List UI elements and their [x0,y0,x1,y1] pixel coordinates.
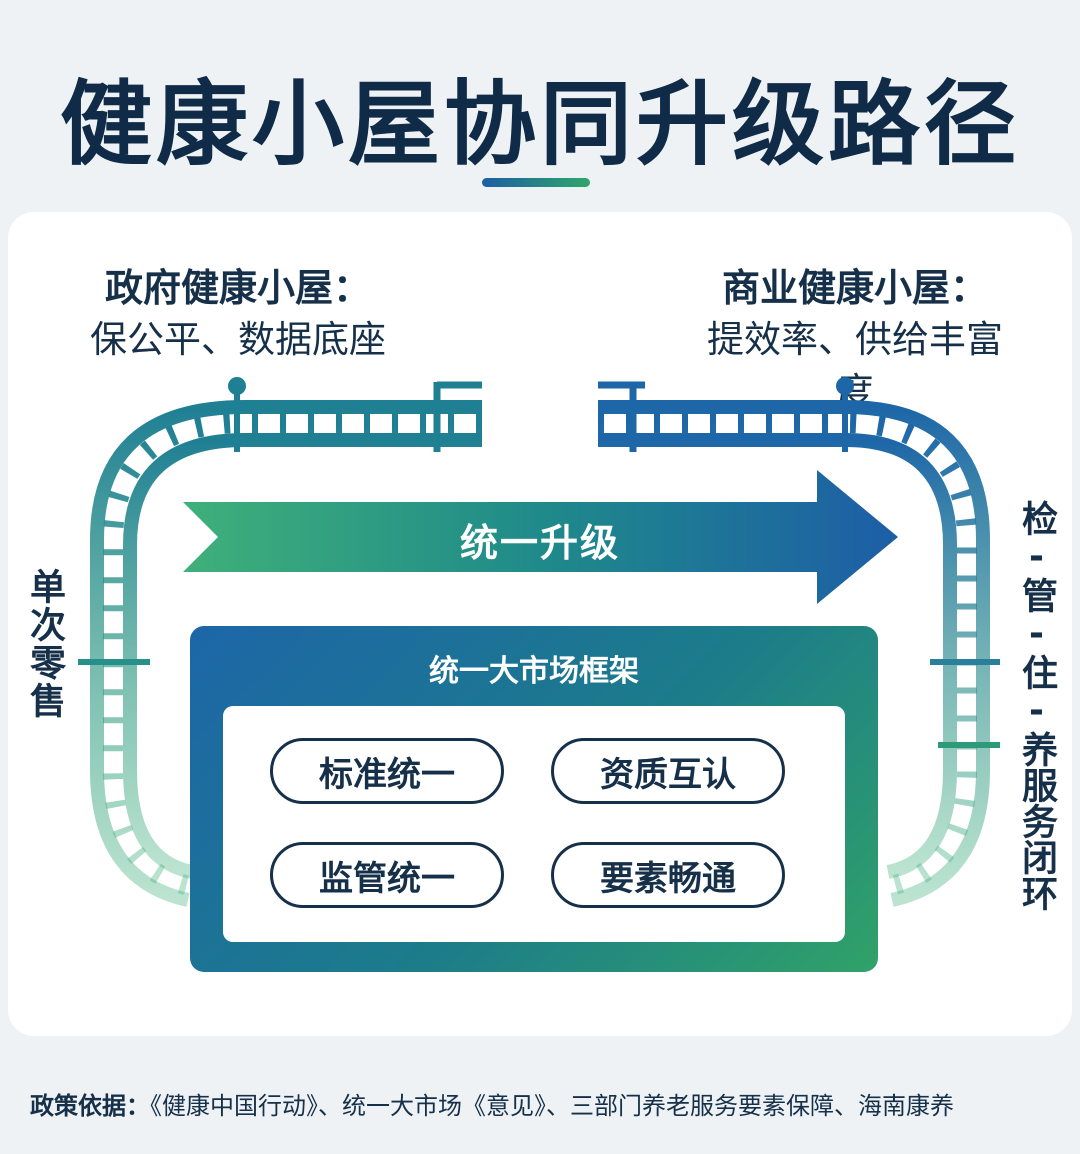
footer-text: 《健康中国行动》、统一大市场《意见》、三部门养老服务要素保障、海南康养 [150,1092,954,1120]
commercial-label: 商业健康小屋： 提效率、供给丰富度 [690,262,1020,418]
policy-footer: 政策依据：《健康中国行动》、统一大市场《意见》、三部门养老服务要素保障、海南康养 [30,1086,1070,1121]
government-title: 政府健康小屋： [104,266,371,310]
right-track [598,377,1000,907]
arrow-label: 统一升级 [459,521,620,565]
footer-label: 政策依据： [30,1092,150,1120]
pill-standard: 标准统一 [270,738,504,804]
government-label: 政府健康小屋： 保公平、数据底座 [88,262,388,366]
government-subtitle: 保公平、数据底座 [90,318,386,361]
commercial-title: 商业健康小屋： [721,266,988,310]
right-station-pin [836,377,854,395]
pill-qualification: 资质互认 [551,738,785,804]
framework-inner-panel: 标准统一 资质互认 监管统一 要素畅通 [223,706,845,942]
left-track [78,377,482,907]
pill-regulation: 监管统一 [270,842,504,908]
left-station-pin [228,377,246,395]
right-side-label: 检-管-住-养服务闭环 [1016,500,1057,911]
upgrade-arrow [183,470,898,604]
page-title: 健康小屋协同升级路径 [59,71,1020,178]
left-side-label: 单次零售 [24,568,65,720]
pill-factors: 要素畅通 [551,842,785,908]
title-underline [482,178,590,187]
framework-box: 统一大市场框架 标准统一 资质互认 监管统一 要素畅通 [190,626,878,972]
framework-title: 统一大市场框架 [429,654,639,689]
